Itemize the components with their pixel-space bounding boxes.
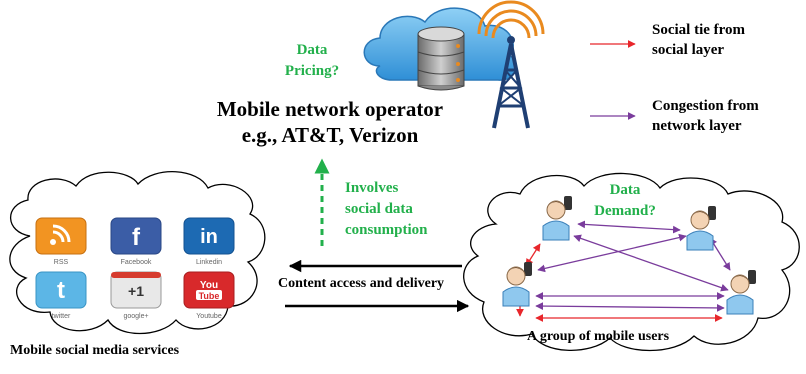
operator-title-line1: Mobile network operator	[216, 97, 444, 121]
operator-title-line2: e.g., AT&T, Verizon	[241, 123, 419, 147]
twitter-label: twitter	[52, 313, 71, 320]
legend-social-line2: social layer	[652, 42, 725, 58]
google-plus-icon: +1	[110, 271, 162, 309]
svg-text:f: f	[132, 224, 141, 251]
legend-congestion-label: Congestion from network layer	[652, 96, 759, 136]
congestion-edges	[535, 220, 731, 312]
svg-text:You: You	[200, 280, 218, 291]
mobile-users-caption: A group of mobile users	[527, 329, 670, 344]
google-plus-label: google+	[123, 313, 148, 320]
legend-congestion-line1: Congestion from	[652, 98, 759, 114]
twitter-icon: t	[35, 271, 87, 309]
rss-label: RSS	[54, 259, 69, 266]
user-icon	[726, 270, 756, 315]
facebook-label: Facebook	[121, 259, 152, 266]
cell-tower-icon	[477, 0, 545, 129]
involves-consumption-label: Involves social data consumption	[345, 178, 428, 241]
social-media-caption: Mobile social media services	[10, 343, 180, 358]
data-demand-line2: Demand?	[594, 203, 656, 219]
user-icon	[502, 262, 532, 307]
database-icon	[417, 26, 465, 91]
user-icon	[542, 196, 572, 241]
data-pricing-line1: Data	[296, 42, 328, 58]
rss-icon	[35, 217, 87, 255]
user-icon	[686, 206, 716, 251]
svg-text:+1: +1	[128, 283, 144, 299]
involves-line1: Involves	[345, 180, 399, 196]
linkedin-label: Linkedin	[196, 259, 222, 266]
data-demand-label: Data Demand?	[570, 180, 680, 222]
linkedin-icon: in	[183, 217, 235, 255]
operator-title: Mobile network operator e.g., AT&T, Veri…	[190, 96, 470, 148]
svg-text:in: in	[200, 226, 218, 248]
youtube-label: Youtube	[196, 313, 222, 320]
legend-congestion-line2: network layer	[652, 118, 742, 134]
legend-social-line1: Social tie from	[652, 22, 746, 38]
data-demand-line1: Data	[609, 182, 641, 198]
data-pricing-line2: Pricing?	[284, 63, 340, 79]
svg-text:t: t	[57, 277, 65, 304]
youtube-icon: You Tube	[183, 271, 235, 309]
content-access-label: Content access and delivery	[278, 276, 445, 291]
svg-text:Tube: Tube	[199, 291, 220, 301]
data-pricing-label: Data Pricing?	[272, 40, 352, 82]
legend-social-label: Social tie from social layer	[652, 20, 745, 60]
involves-line3: consumption	[345, 222, 428, 238]
facebook-icon: f	[110, 217, 162, 255]
involves-line2: social data	[345, 201, 413, 217]
